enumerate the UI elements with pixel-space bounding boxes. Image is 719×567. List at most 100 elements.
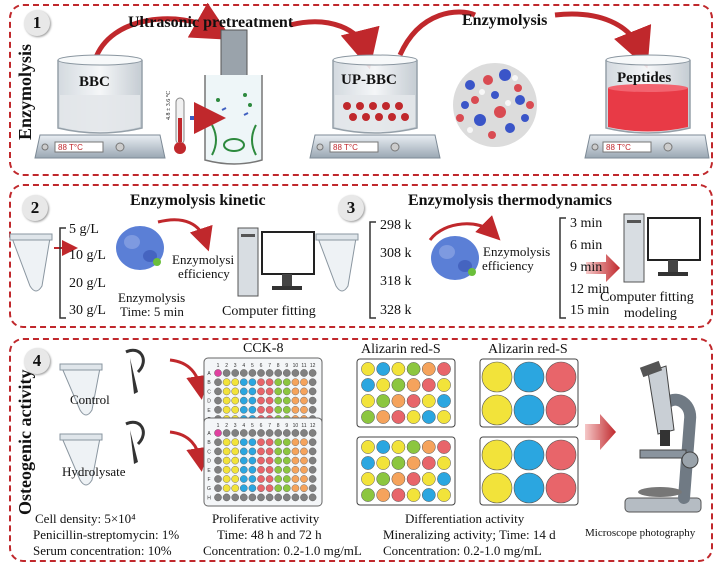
plate-well <box>265 429 274 437</box>
plate-well <box>300 405 308 414</box>
plate-well <box>300 429 308 437</box>
plate-well <box>291 447 300 456</box>
plate-well <box>391 472 406 486</box>
plate-row-label: C <box>207 449 211 455</box>
plate-well <box>257 447 265 456</box>
plate-well <box>265 378 274 387</box>
panel-enzymolysis <box>9 4 713 176</box>
plate-well <box>437 362 451 376</box>
plate-column-label: 5 <box>251 363 254 369</box>
plate-column-label: 2 <box>225 423 228 429</box>
plate-well <box>265 475 274 483</box>
plate-well <box>231 387 239 396</box>
plate-well <box>265 438 274 447</box>
ultrasonic-title: Ultrasonic pretreatment <box>128 14 294 31</box>
plate-well <box>481 439 513 471</box>
plate-row-label: G <box>207 486 211 492</box>
plate-well <box>391 362 406 376</box>
plate-well <box>291 405 300 414</box>
plate-column-label: 10 <box>293 423 299 429</box>
plate-well <box>291 378 300 387</box>
panel-osteogenic <box>9 338 713 562</box>
label-alizarin-1: Alizarin red-S <box>361 342 441 357</box>
computer-fitting-modeling-line1: Computer fitting <box>600 290 694 305</box>
plate-well <box>406 440 421 454</box>
plate-well <box>376 362 391 376</box>
plate-row-label: C <box>207 389 211 395</box>
plate-well <box>391 394 406 408</box>
plate-well <box>308 484 317 493</box>
plate-well <box>361 394 375 408</box>
proliferative-title: Proliferative activity <box>212 511 320 526</box>
plate-well <box>282 493 291 502</box>
plate-well <box>300 447 308 456</box>
plate-well <box>239 475 248 483</box>
badge-2: 2 <box>22 195 48 221</box>
thermo-efficiency-line1: Enzymolysis <box>483 244 551 259</box>
time-1: 3 min <box>570 216 603 231</box>
arrow-bbc-to-ultrasonic <box>92 2 233 61</box>
plate-well <box>282 447 291 456</box>
plate-well <box>222 387 231 396</box>
big-red-arrow-microscope <box>585 414 616 450</box>
time-2: 6 min <box>570 238 603 253</box>
plate-well <box>300 369 308 377</box>
plate-well <box>545 439 577 471</box>
plate-well <box>265 405 274 414</box>
plate-well <box>291 429 300 437</box>
plate-column-label: 5 <box>251 423 254 429</box>
plate-well <box>231 493 239 502</box>
plate-row-label: B <box>207 380 211 386</box>
kinetic-condition-line1: Enzymolysis <box>118 290 186 305</box>
plate-well <box>214 484 222 493</box>
plate-well <box>274 396 283 405</box>
plate-well <box>248 456 257 465</box>
plate-well <box>257 493 265 502</box>
plate-well <box>257 387 265 396</box>
plate-well <box>257 475 265 483</box>
plate-well <box>291 387 300 396</box>
plate-well <box>300 493 308 502</box>
time-3: 9 min <box>570 260 603 275</box>
plate-well <box>437 410 451 424</box>
plate-well <box>222 493 231 502</box>
plate-column-label: 12 <box>310 363 316 369</box>
plate-column-label: 12 <box>310 423 316 429</box>
plate-well <box>282 475 291 483</box>
plate-well <box>300 475 308 483</box>
alizarin-plate-6-top <box>479 358 579 428</box>
plate-well <box>248 429 257 437</box>
plate-well <box>222 484 231 493</box>
plate-well <box>231 369 239 377</box>
plate-well <box>222 378 231 387</box>
plate-well <box>274 475 283 483</box>
plate-well <box>239 456 248 465</box>
big-red-arrow-thermo <box>586 254 620 282</box>
temp-3: 318 k <box>380 274 412 289</box>
badge-3: 3 <box>338 195 364 221</box>
plate-well <box>248 484 257 493</box>
plate-well <box>391 488 406 502</box>
enzymolysis-title: Enzymolysis <box>462 12 548 29</box>
temp-4: 328 k <box>380 303 412 318</box>
plate-row-label: A <box>207 431 211 437</box>
conc-2: 10 g/L <box>69 248 106 263</box>
plate-well <box>214 447 222 456</box>
plate-well <box>282 484 291 493</box>
plate-row-label: E <box>207 468 211 474</box>
plate-well <box>291 475 300 483</box>
plate-column-label: 6 <box>260 423 263 429</box>
plate-well <box>376 378 391 392</box>
plate-well <box>231 456 239 465</box>
kinetic-title: Enzymolysis kinetic <box>130 192 266 209</box>
plate-well <box>282 438 291 447</box>
plate-well <box>406 456 421 470</box>
plate-well <box>214 369 222 377</box>
plate-well <box>239 405 248 414</box>
plate-well <box>291 493 300 502</box>
plate-well <box>231 396 239 405</box>
temp-1: 298 k <box>380 218 412 233</box>
side-label-enzymolysis: Enzymolysis <box>15 43 35 140</box>
plate-well <box>214 456 222 465</box>
plate-well <box>421 362 436 376</box>
